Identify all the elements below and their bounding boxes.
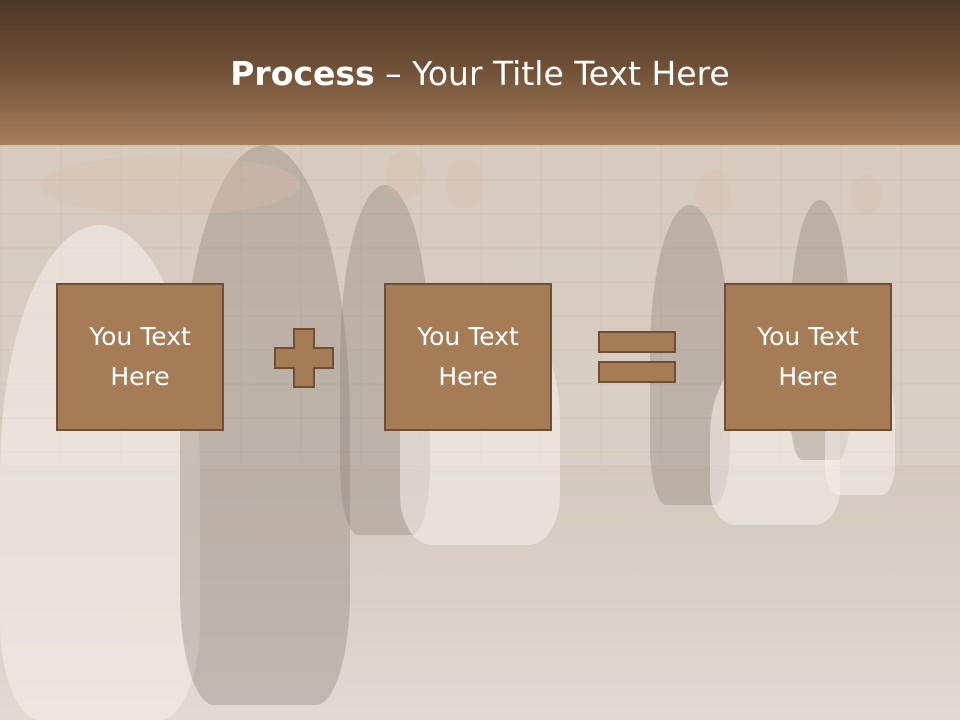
arm-left	[40, 155, 300, 215]
groom-head-right	[695, 170, 731, 216]
process-box-3-line1: You Text	[757, 322, 859, 351]
process-box-2-line2: Here	[438, 362, 498, 391]
equals-icon-bottom-bar	[598, 361, 676, 383]
background-photo	[0, 145, 960, 720]
photo-fade-overlay	[0, 145, 960, 720]
process-box-2-line1: You Text	[417, 322, 519, 351]
process-box-1-line2: Here	[110, 362, 170, 391]
process-box-3-line2: Here	[778, 362, 838, 391]
title-rest: – Your Title Text Here	[374, 54, 730, 93]
bride-head-center	[445, 160, 483, 208]
equals-icon-top-bar	[598, 331, 676, 353]
process-box-1-line1: You Text	[89, 322, 191, 351]
title-bold: Process	[230, 54, 375, 93]
slide-title: Process – Your Title Text Here	[0, 52, 960, 96]
plus-icon	[274, 328, 334, 388]
bride-head-far-right	[850, 175, 882, 215]
title-bar	[0, 0, 960, 145]
groom-head-center	[385, 150, 425, 200]
